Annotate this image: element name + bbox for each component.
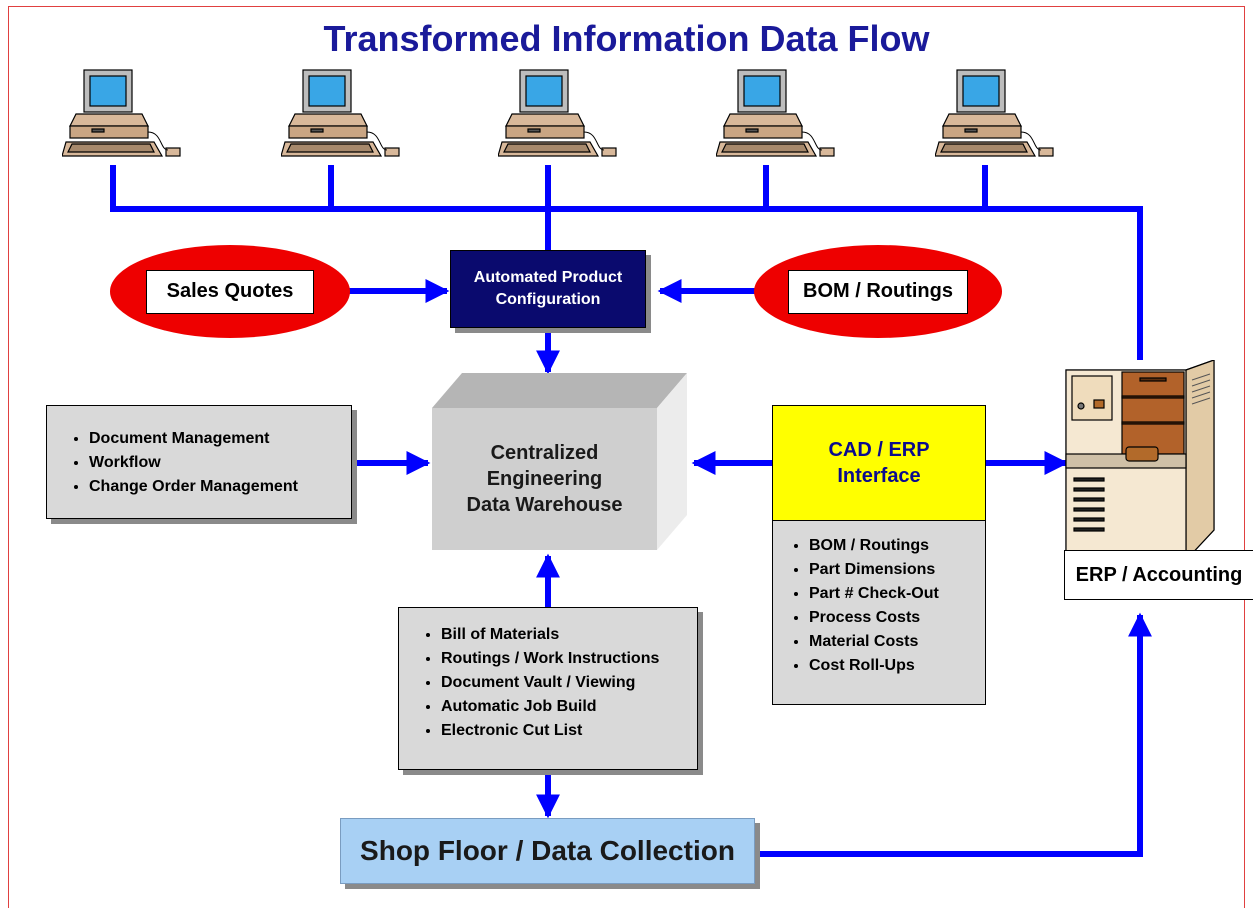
list-item: Material Costs — [809, 631, 985, 652]
warehouse-outputs-list: Bill of Materials Routings / Work Instru… — [398, 607, 698, 770]
data-warehouse-label: Centralized Engineering Data Warehouse — [432, 408, 657, 550]
diagram-title: Transformed Information Data Flow — [323, 18, 930, 59]
cad-label-line2: Interface — [837, 465, 921, 487]
list-item: Electronic Cut List — [441, 720, 697, 741]
sales-quotes-ellipse: Sales Quotes — [110, 245, 350, 338]
list-item: Part # Check-Out — [809, 583, 985, 604]
list-item: Part Dimensions — [809, 559, 985, 580]
shop-floor-data-collection-box: Shop Floor / Data Collection — [340, 818, 755, 884]
warehouse-outputs-items: Bill of Materials Routings / Work Instru… — [399, 624, 697, 741]
list-item: Process Costs — [809, 607, 985, 628]
desktop-computer-icon — [498, 69, 617, 157]
automated-product-configuration-box: Automated Product Configuration — [450, 250, 646, 328]
list-item: BOM / Routings — [809, 535, 985, 556]
server-tower-icon — [1065, 360, 1215, 562]
list-item: Automatic Job Build — [441, 696, 697, 717]
warehouse-label-line3: Data Warehouse — [466, 494, 623, 516]
list-item: Change Order Management — [89, 476, 351, 497]
list-item: Routings / Work Instructions — [441, 648, 697, 669]
bom-routings-label: BOM / Routings — [788, 269, 968, 314]
document-management-list: Document Management Workflow Change Orde… — [46, 405, 352, 519]
cad-label-line1: CAD / ERP — [828, 439, 930, 461]
bom-routings-ellipse: BOM / Routings — [754, 245, 1002, 338]
list-item: Cost Roll-Ups — [809, 655, 985, 676]
list-item: Document Vault / Viewing — [441, 672, 697, 693]
diagram-frame — [8, 6, 1245, 908]
desktop-computer-icon — [62, 69, 181, 157]
config-label-line2: Configuration — [495, 291, 601, 308]
network-bus-line — [110, 165, 1143, 360]
shopfloor-to-erp-arrow — [760, 612, 1152, 857]
list-item: Document Management — [89, 428, 351, 449]
warehouse-label-line2: Engineering — [486, 468, 603, 490]
cad-erp-interface-box: CAD / ERP Interface — [772, 405, 986, 521]
list-item: Workflow — [89, 452, 351, 473]
desktop-computer-icon — [935, 69, 1054, 157]
desktop-computer-icon — [716, 69, 835, 157]
desktop-computer-icon — [281, 69, 400, 157]
warehouse-label-line1: Centralized — [490, 442, 599, 464]
list-item: Bill of Materials — [441, 624, 697, 645]
erp-accounting-label: ERP / Accounting — [1064, 550, 1253, 600]
cad-erp-details-items: BOM / Routings Part Dimensions Part # Ch… — [773, 535, 985, 676]
config-label-line1: Automated Product — [473, 269, 623, 286]
cad-erp-details-list: BOM / Routings Part Dimensions Part # Ch… — [772, 520, 986, 705]
document-management-items: Document Management Workflow Change Orde… — [47, 428, 351, 497]
sales-quotes-label: Sales Quotes — [146, 269, 314, 314]
